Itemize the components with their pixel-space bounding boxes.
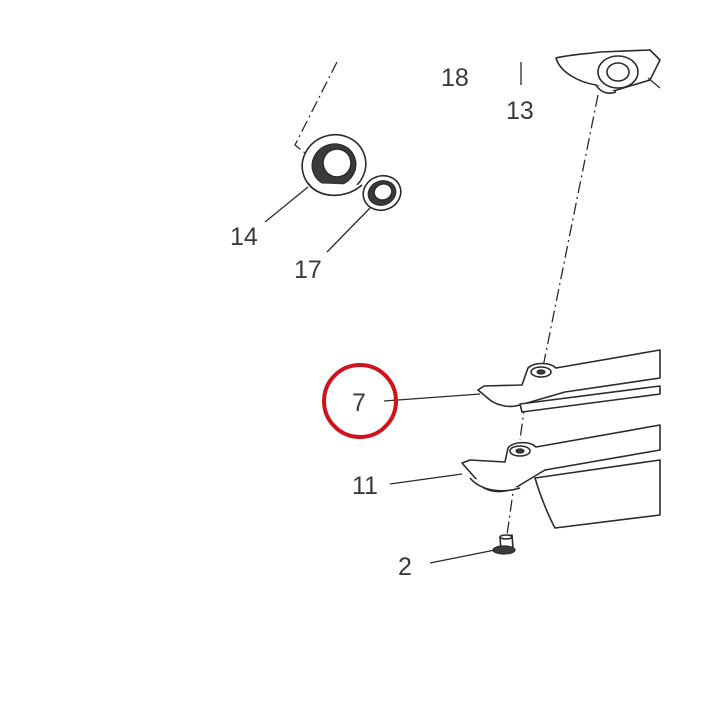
- callout-14[interactable]: 14: [230, 223, 258, 251]
- callout-13[interactable]: 13: [506, 97, 534, 125]
- callout-7[interactable]: 7: [352, 389, 366, 417]
- axis-line-bearing: [294, 61, 338, 154]
- bolt-part-2: [492, 534, 516, 555]
- callout-18[interactable]: 18: [441, 64, 469, 92]
- leader-line-7: [383, 393, 481, 402]
- blade-part-11: [461, 424, 661, 529]
- leader-line-2: [429, 549, 496, 564]
- leader-line-11: [389, 473, 463, 485]
- spindle-housing-part: [555, 49, 661, 94]
- leader-line-14: [264, 186, 309, 223]
- callout-2[interactable]: 2: [398, 553, 412, 581]
- highlight-circle: [322, 363, 398, 439]
- callout-11[interactable]: 11: [352, 472, 378, 500]
- axis-line-blade: [541, 94, 599, 373]
- seal-part-17: [362, 174, 402, 212]
- blade-part-7: [477, 349, 661, 413]
- bearing-part-14: [301, 133, 367, 197]
- leader-line-17: [326, 207, 371, 253]
- callout-17[interactable]: 17: [294, 256, 322, 284]
